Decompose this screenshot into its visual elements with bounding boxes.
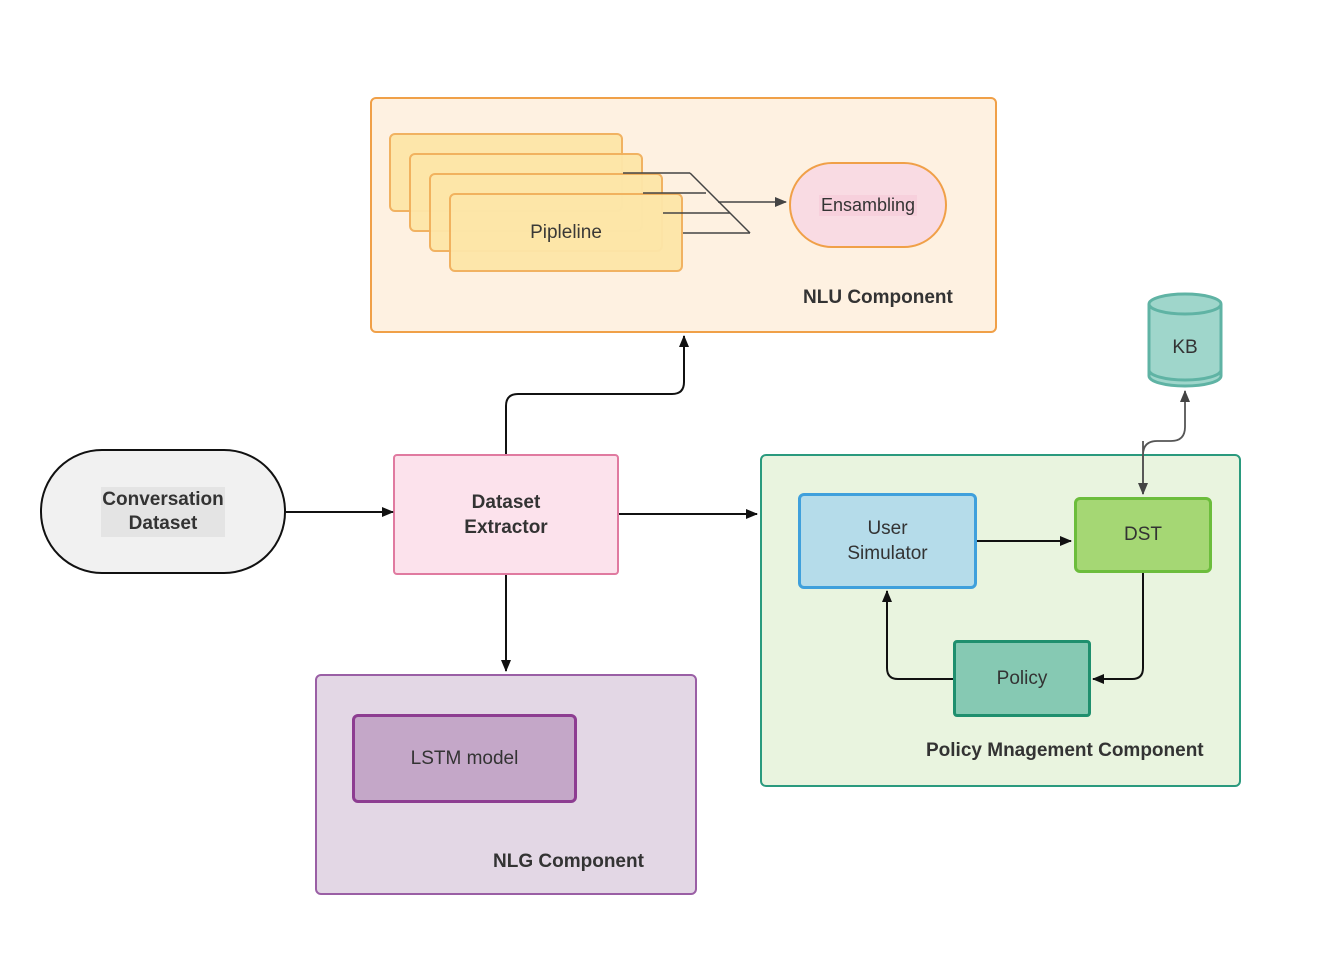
dataset-extractor-node[interactable]: Dataset Extractor <box>393 454 619 575</box>
conversation-dataset-node[interactable]: Conversation Dataset <box>40 449 286 574</box>
ensembling-label: Ensambling <box>818 194 918 216</box>
pipeline-label: Pipleline <box>530 221 602 243</box>
pipeline-merge-connector <box>623 172 787 234</box>
extractor-line-2: Extractor <box>464 516 548 538</box>
extractor-line-1: Dataset <box>471 491 541 513</box>
policy-node[interactable]: Policy <box>953 640 1091 717</box>
lstm-model-node[interactable]: LSTM model <box>352 714 577 803</box>
arrow-extractor-to-nlu <box>505 335 689 454</box>
lstm-model-label: LSTM model <box>410 747 519 769</box>
ensembling-node[interactable]: Ensambling <box>789 162 947 248</box>
user-simulator-node[interactable]: User Simulator <box>798 493 977 589</box>
nlg-component-label: NLG Component <box>493 851 644 872</box>
user-simulator-line-2: Simulator <box>847 543 928 564</box>
arrow-policy-to-usersim <box>882 590 953 680</box>
conversation-line-2: Dataset <box>128 512 198 534</box>
dst-label: DST <box>1124 524 1162 545</box>
policy-label: Policy <box>996 667 1048 689</box>
nlu-component-label: NLU Component <box>803 287 953 308</box>
conversation-line-1: Conversation <box>102 488 224 510</box>
arrow-dst-to-policy <box>1092 573 1144 684</box>
dst-node[interactable]: DST <box>1074 497 1212 573</box>
kb-label: KB <box>1172 337 1198 358</box>
policy-management-label: Policy Mnagement Component <box>926 740 1204 761</box>
arrow-dst-kb-bidirectional <box>1142 391 1185 494</box>
conversation-dataset-label: Conversation Dataset <box>101 486 225 537</box>
user-simulator-line-1: User <box>867 518 908 539</box>
pipeline-card-front[interactable]: Pipleline <box>449 193 683 272</box>
